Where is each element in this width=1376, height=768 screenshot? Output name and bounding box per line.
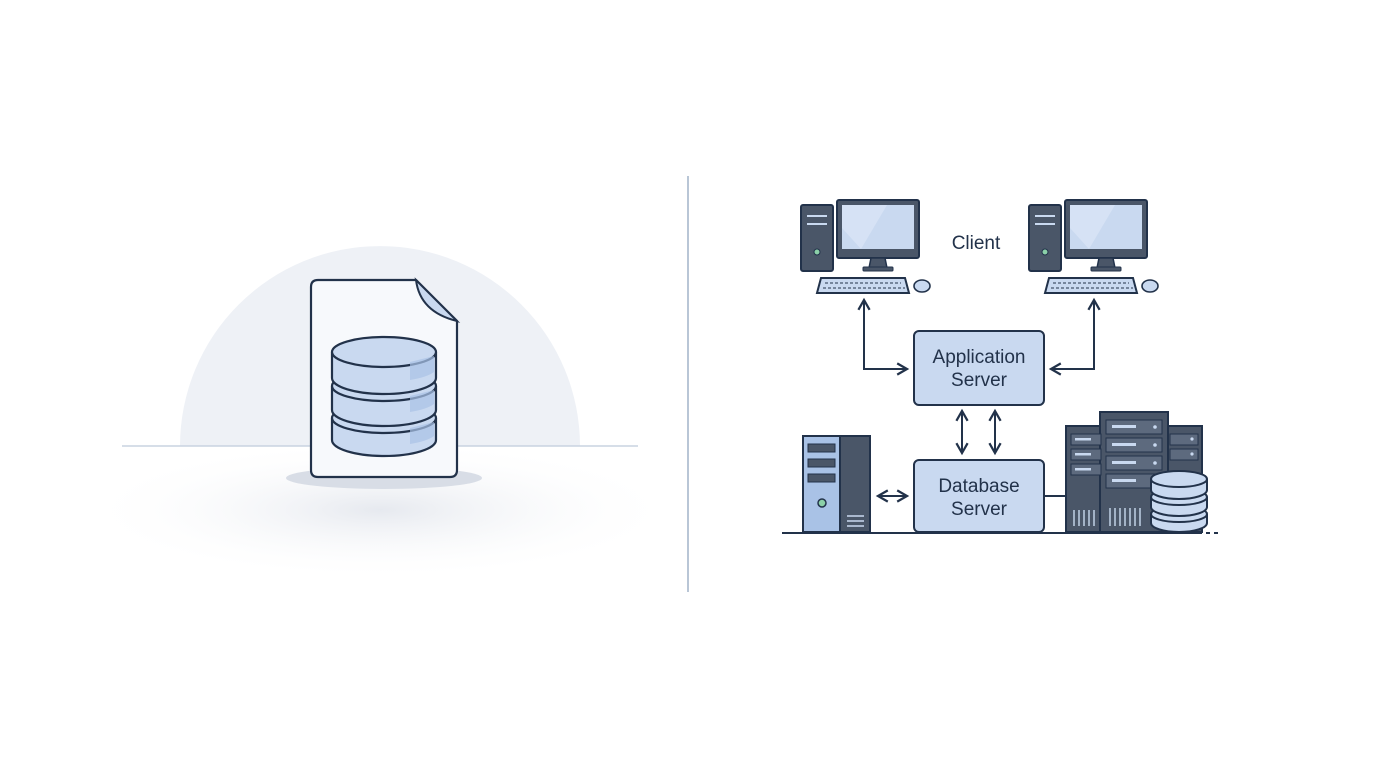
database-server-label-line1: Database	[938, 476, 1019, 497]
application-server-label-line1: Application	[933, 347, 1026, 368]
database-file-icon	[309, 277, 461, 479]
desktop-computer-icon	[800, 199, 931, 294]
client-left-computer	[800, 199, 931, 294]
client-right-computer	[1028, 199, 1159, 294]
desktop-computer-icon	[1028, 199, 1159, 294]
client-left-app-connector	[857, 297, 910, 376]
floor-shadow	[80, 440, 680, 580]
application-server-node: Application Server	[913, 330, 1045, 406]
application-server-label-line2: Server	[951, 370, 1008, 391]
database-server-label-line2: Server	[951, 499, 1008, 520]
database-server-node: Database Server	[913, 459, 1045, 533]
right-panel: Client Application Server Database Serve…	[782, 199, 1222, 534]
client-label: Client	[952, 233, 1001, 254]
tower-server-icon	[802, 435, 871, 533]
left-panel	[80, 246, 680, 580]
database-cylinder-icon	[1150, 470, 1208, 533]
client-right-app-connector	[1048, 297, 1101, 376]
